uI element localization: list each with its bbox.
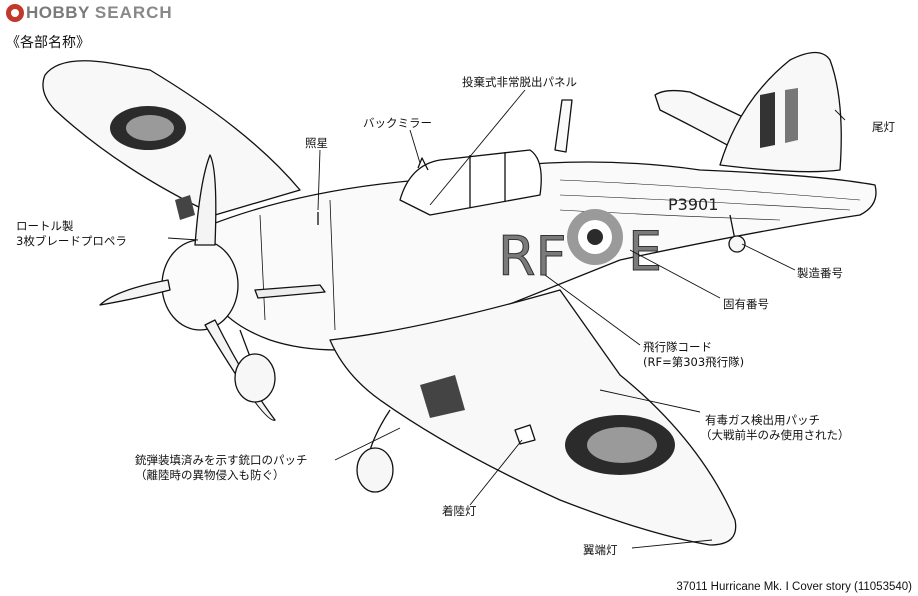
- logo-search-text: SEARCH: [94, 3, 173, 22]
- tail-wheel: [728, 235, 746, 253]
- hobbysearch-logo[interactable]: HOBBY SEARCH: [4, 2, 173, 24]
- label-serial-number: 製造番号: [797, 266, 843, 280]
- label-gunsight: 照星: [305, 136, 328, 150]
- label-gun-patch-line2: （離陸時の異物侵入も防ぐ）: [135, 468, 285, 482]
- logo-icon: [6, 4, 24, 22]
- prop-blade-top: [194, 154, 217, 246]
- label-gas-patch-line2: （大戦前半のみ使用された）: [700, 428, 850, 442]
- fin-flash: [760, 92, 775, 148]
- label-gun-patch-line1: 銃弾装填済みを示す銃口のパッチ: [135, 453, 308, 467]
- label-squadron-code-line1: 飛行隊コード: [643, 340, 712, 354]
- label-wingtip-light: 翼端灯: [583, 543, 618, 557]
- right-wheel: [356, 447, 394, 493]
- page-caption: 37011 Hurricane Mk. Ⅰ Cover story (11053…: [676, 581, 912, 593]
- label-gas-patch-line1: 有毒ガス検出用パッチ: [705, 413, 820, 427]
- fuselage-code: RF: [498, 225, 567, 288]
- label-propeller-line1: ロートル製: [16, 219, 74, 233]
- logo-hobby-text: HOBBY: [26, 3, 90, 22]
- roundel-left-wing: [110, 106, 186, 150]
- main-wheel: [234, 353, 276, 403]
- roundel-right-wing: [565, 415, 675, 475]
- spinner: [161, 239, 239, 331]
- label-rear-mirror: バックミラー: [363, 116, 432, 130]
- label-ejectable-panel: 投棄式非常脱出パネル: [462, 75, 577, 89]
- right-wing: [329, 289, 737, 546]
- label-unique-number: 固有番号: [723, 297, 769, 311]
- label-tail-light: 尾灯: [872, 120, 895, 134]
- prop-blade-left: [99, 279, 171, 306]
- fuselage-roundel: [567, 209, 623, 265]
- section-heading: 《各部名称》: [6, 35, 90, 51]
- fin: [719, 51, 842, 173]
- fuselage-serial: P3901: [668, 195, 718, 214]
- label-landing-light: 着陸灯: [442, 504, 477, 518]
- label-propeller-line2: 3枚ブレードプロペラ: [16, 234, 127, 248]
- label-squadron-code-line2: (RF=第303飛行隊): [643, 355, 745, 369]
